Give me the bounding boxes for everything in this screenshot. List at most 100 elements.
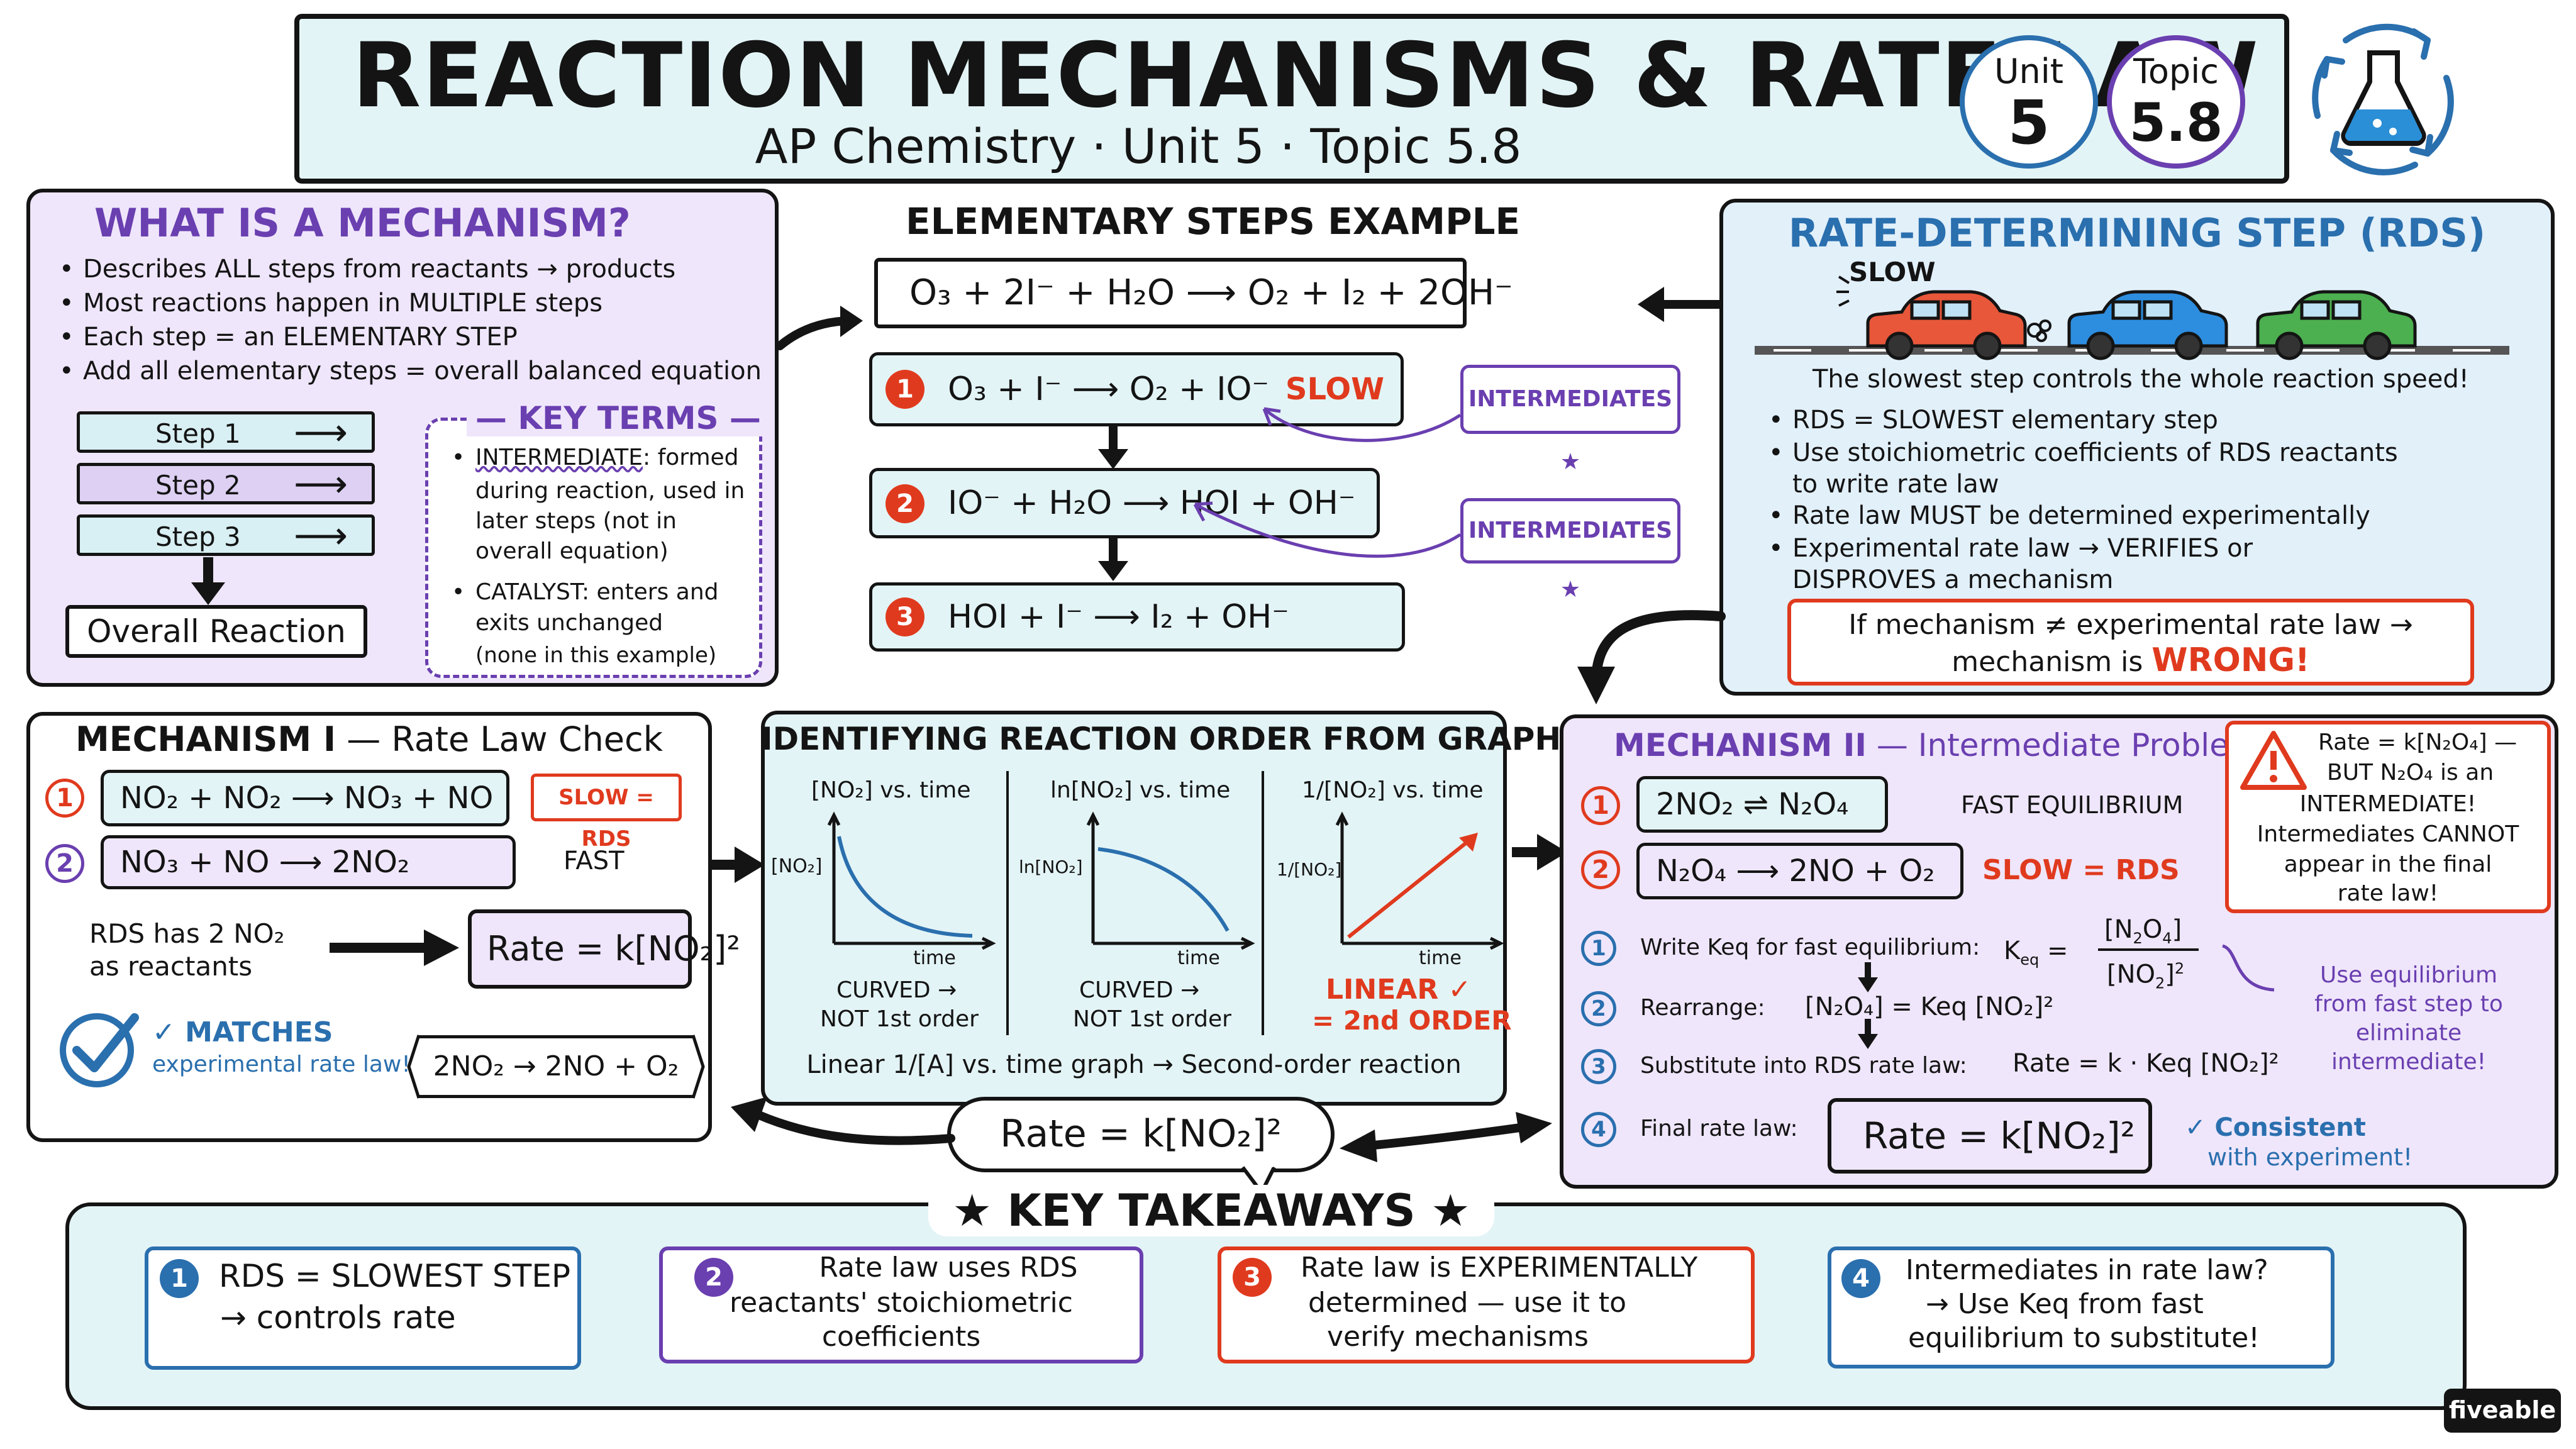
graph-ylabel: 1/[NO₂]: [1277, 859, 1342, 880]
curved-arrow: [775, 306, 863, 350]
overall-reaction-label: Overall Reaction: [87, 613, 346, 650]
warning-line: appear in the final: [2284, 852, 2492, 877]
elementary-title: ELEMENTARY STEPS EXAMPLE: [906, 200, 1521, 243]
term-catalyst: CATALYST: enters and: [452, 577, 719, 608]
graph-divider: [1262, 771, 1264, 1035]
takeaway-card-1: [145, 1246, 581, 1370]
graph-xlabel: time: [1419, 947, 1462, 969]
sub-step-label: Substitute into RDS rate law:: [1640, 1053, 1967, 1079]
graph-divider: [1006, 771, 1009, 1035]
step-box-3: Step 3 ⟶: [77, 514, 375, 558]
sub-step-1: 1: [1581, 931, 1616, 966]
header-banner: [294, 14, 2289, 184]
matches-label: ✓ MATCHES: [152, 1016, 333, 1048]
step-box-1: Step 1 ⟶: [77, 411, 375, 455]
double-arrow: [1340, 1112, 1552, 1162]
note-line: from fast step to: [2314, 991, 2503, 1017]
page-title: REACTION MECHANISMS & RATE LAW: [352, 24, 2260, 128]
graph-ylabel: [NO₂]: [771, 855, 823, 877]
rate-bubble: Rate = k[NO₂]²: [947, 1097, 1335, 1172]
takeaway-line: Rate law is EXPERIMENTALLY: [1301, 1252, 1698, 1284]
graph-result: = 2nd ORDER: [1312, 1005, 1512, 1036]
slow-tag: SLOW: [1285, 372, 1385, 407]
mech1-step-1: NO₂ + NO₂ ⟶ NO₃ + NO: [101, 770, 509, 826]
step-number-1: 1: [886, 370, 924, 409]
intermediates-tag-1: INTERMEDIATES ★: [1460, 365, 1680, 475]
final-rate-law: Rate = k[NO₂]²: [1828, 1098, 2152, 1174]
fast-equilibrium-tag: FAST EQUILIBRIUM: [1961, 791, 2184, 819]
step-label: Step 2: [155, 470, 241, 501]
takeaways-title: ★ KEY TAKEAWAYS ★: [928, 1185, 1494, 1236]
graph-result: NOT 1st order: [820, 1006, 979, 1032]
graph-result: LINEAR ✓: [1326, 974, 1472, 1006]
mech1-step-2: NO₃ + NO ⟶ 2NO₂: [101, 835, 516, 889]
note-line: intermediate!: [2331, 1049, 2487, 1075]
graph-xlabel: time: [913, 947, 956, 969]
unit-label: Unit: [1994, 52, 2063, 91]
overall-equation: O₃ + 2I⁻ + H₂O ⟶ O₂ + I₂ + 2OH⁻: [874, 258, 1513, 328]
elementary-step-2: IO⁻ + H₂O ⟶ HOI + OH⁻: [869, 468, 1380, 538]
takeaway-line: coefficients: [821, 1321, 981, 1353]
overall-reaction-box: Overall Reaction: [65, 605, 367, 658]
takeaway-card-3: [1218, 1246, 1755, 1363]
brand-badge: fiveable: [2444, 1389, 2561, 1433]
graph-title: 1/[NO₂] vs. time: [1302, 777, 1484, 803]
arrow-down-icon: [191, 557, 225, 605]
warning-icon: [2240, 731, 2307, 790]
sub-step-4: 4: [1581, 1112, 1616, 1147]
flask-cycle-icon: [2312, 23, 2454, 175]
graphs-footer: Linear 1/[A] vs. time graph → Second-ord…: [806, 1050, 1462, 1079]
slow-rds-tag: SLOW = RDS: [531, 774, 682, 852]
step-label: Step 3: [155, 521, 241, 552]
mech2-step-1: 2NO₂ ⇌ N₂O₄: [1636, 776, 1888, 833]
warning-line: INTERMEDIATE!: [2299, 791, 2477, 817]
term-line: during reaction, used in: [475, 478, 745, 504]
takeaway-line: Intermediates in rate law?: [1906, 1254, 2268, 1286]
sub-step-2: 2: [1581, 991, 1616, 1026]
takeaway-number-2: 2: [694, 1258, 733, 1297]
mechanism-title: WHAT IS A MECHANISM?: [94, 200, 631, 246]
takeaway-line: Rate law uses RDS: [819, 1252, 1078, 1284]
mech2-title: MECHANISM II — Intermediate Problem: [1614, 727, 2260, 763]
arrow-down-icon: [1858, 1019, 1878, 1049]
term-intermediate: INTERMEDIATE: formed: [452, 443, 738, 473]
arrow-down-icon: [1098, 426, 1128, 469]
mech1-overall: 2NO₂ → 2NO + O₂: [418, 1035, 694, 1098]
substitute-expression: Rate = k · Keq [NO₂]²: [2012, 1049, 2279, 1078]
arrow-right-icon: [330, 930, 459, 966]
arrow-right-icon: [1512, 834, 1567, 870]
graph-xlabel: time: [1177, 947, 1220, 969]
takeaway-card-4: [1828, 1246, 2334, 1368]
step-number-3: 3: [886, 597, 924, 636]
takeaway-number-1: 1: [160, 1259, 199, 1298]
consistent-label: ✓ Consistent: [2185, 1113, 2366, 1142]
rds-warning-line-2: mechanism is WRONG!: [1951, 641, 2310, 679]
intermediate-pointer: [1193, 407, 1462, 558]
graph-ylabel: ln[NO₂]: [1019, 857, 1083, 877]
takeaway-line: → controls rate: [220, 1299, 456, 1336]
graph-concentration-vs-time: [827, 811, 996, 950]
arrow-down-icon: [1858, 962, 1878, 992]
takeaway-number-3: 3: [1233, 1258, 1272, 1297]
fast-tag: FAST: [564, 847, 625, 875]
takeaway-line: verify mechanisms: [1327, 1321, 1589, 1353]
sub-step-label: Final rate law:: [1640, 1116, 1798, 1141]
warning-line: Intermediates CANNOT: [2257, 821, 2519, 847]
term-line: overall equation): [475, 538, 669, 564]
rds-title: RATE-DETERMINING STEP (RDS): [1788, 210, 2486, 256]
mechanism-bullet: Most reactions happen in MULTIPLE steps: [59, 287, 602, 319]
curved-arrow: [1638, 287, 1729, 322]
step-number-2: 2: [886, 484, 924, 523]
takeaway-card-2: [659, 1246, 1143, 1363]
unit-value: 5: [2007, 87, 2050, 158]
sub-step-label: Write Keq for fast equilibrium:: [1640, 935, 1980, 960]
elementary-step-3: HOI + I⁻ ⟶ I₂ + OH⁻: [869, 582, 1405, 652]
key-terms-title: — KEY TERMS —: [467, 400, 770, 436]
rds-warning-line-1: If mechanism ≠ experimental rate law →: [1848, 609, 2413, 641]
step-number-1: 1: [1581, 786, 1620, 825]
unit-badge: Unit 5: [1960, 35, 2098, 169]
arrow-right-icon: ⟶: [294, 514, 348, 558]
rds-bullet: Experimental rate law → VERIFIES or: [1768, 532, 2253, 565]
takeaway-line: reactants' stoichiometric: [730, 1287, 1073, 1319]
rds-note: RDS has 2 NO₂: [89, 918, 285, 949]
